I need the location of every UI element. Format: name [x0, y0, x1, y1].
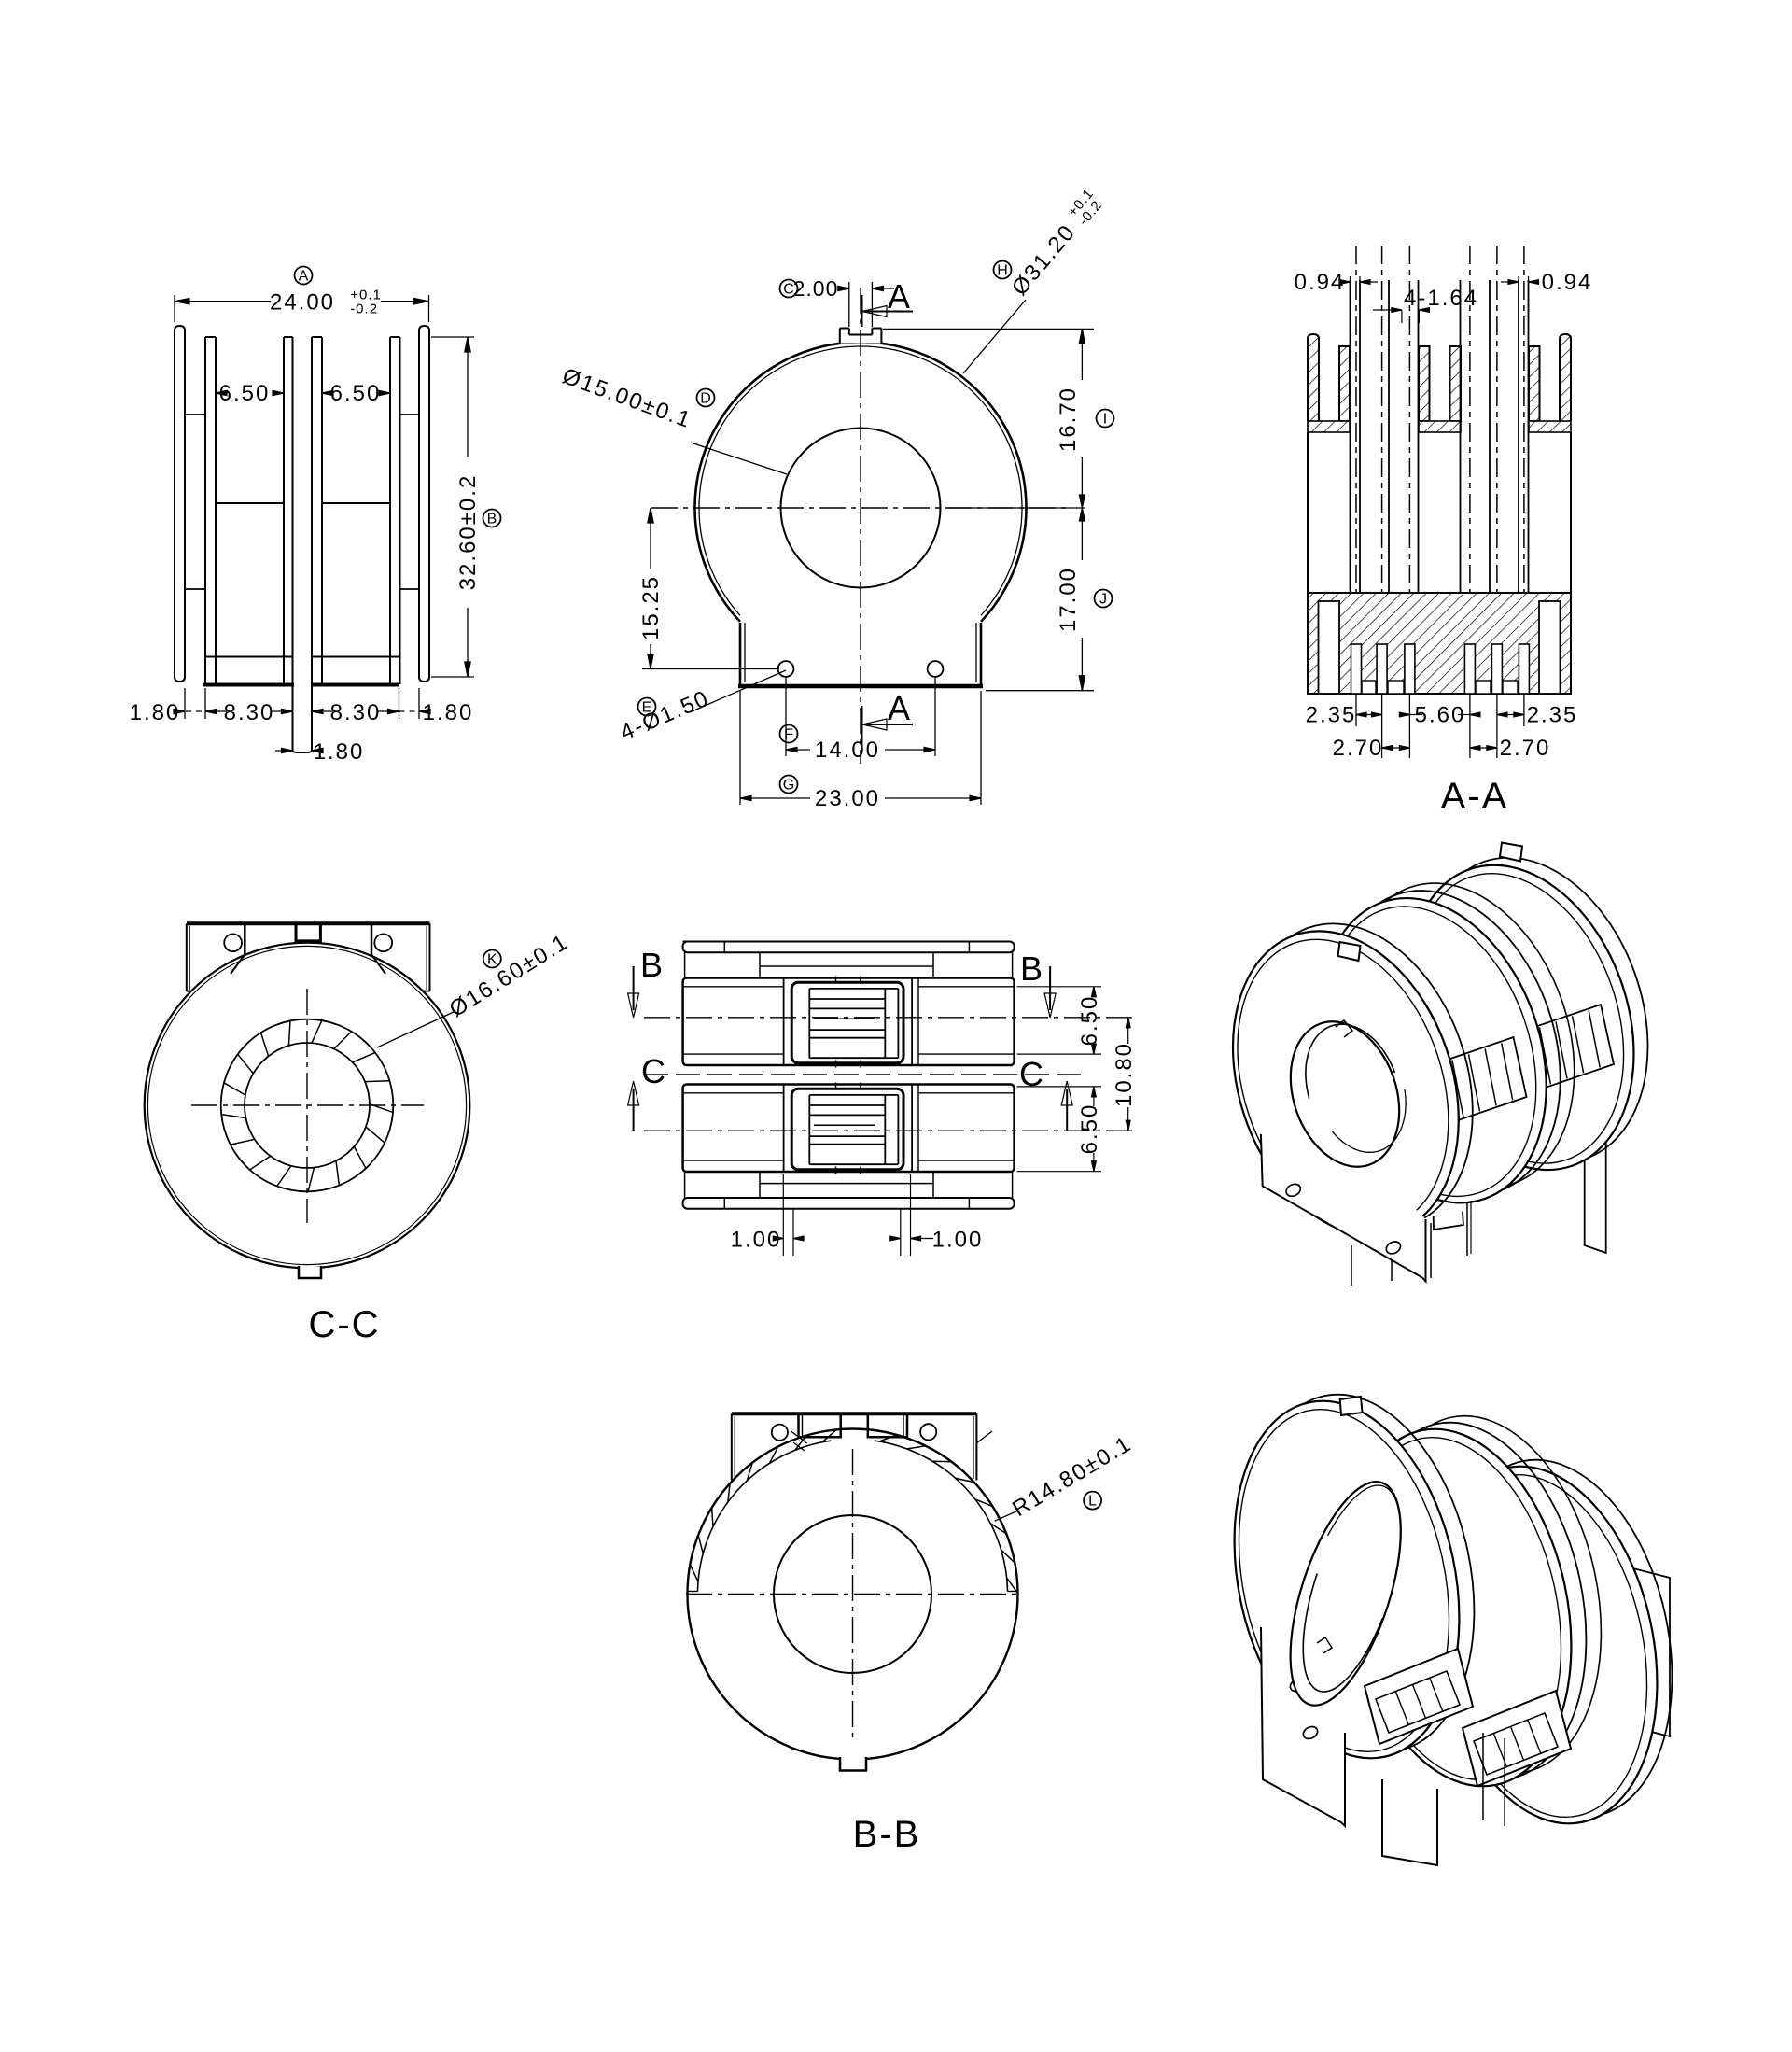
svg-text:C: C [1019, 1055, 1043, 1093]
svg-text:E: E [642, 700, 652, 716]
svg-text:2.00: 2.00 [793, 276, 839, 301]
svg-text:A: A [299, 269, 309, 285]
svg-text:6.50: 6.50 [330, 381, 382, 406]
svg-text:17.00: 17.00 [1056, 567, 1081, 632]
svg-text:32.60±0.2: 32.60±0.2 [455, 474, 481, 591]
svg-text:0.94: 0.94 [1295, 270, 1346, 295]
svg-text:16.70: 16.70 [1056, 387, 1081, 452]
svg-text:D: D [700, 391, 711, 407]
svg-text:B: B [640, 946, 663, 984]
svg-text:14.00: 14.00 [815, 738, 880, 763]
svg-text:B-B: B-B [853, 1814, 921, 1855]
svg-text:C: C [783, 282, 794, 298]
svg-text:1.80: 1.80 [130, 700, 181, 725]
svg-text:B: B [1020, 949, 1043, 988]
svg-text:C: C [641, 1052, 665, 1090]
svg-text:B: B [487, 512, 497, 527]
svg-text:-0.2: -0.2 [350, 302, 378, 317]
svg-text:23.00: 23.00 [815, 786, 880, 811]
svg-text:I: I [1103, 412, 1107, 428]
svg-text:8.30: 8.30 [224, 700, 275, 725]
svg-text:6.50: 6.50 [1077, 995, 1102, 1047]
svg-text:8.30: 8.30 [330, 700, 382, 725]
svg-text:15.25: 15.25 [638, 575, 664, 640]
svg-text:C-C: C-C [308, 1304, 380, 1345]
svg-text:6.50: 6.50 [1077, 1103, 1102, 1155]
svg-text:J: J [1099, 592, 1107, 608]
svg-text:L: L [1088, 1494, 1097, 1510]
svg-text:2.35: 2.35 [1306, 703, 1357, 728]
svg-text:1.00: 1.00 [731, 1228, 782, 1253]
svg-text:2.70: 2.70 [1333, 736, 1384, 761]
svg-text:A: A [888, 277, 910, 316]
svg-text:G: G [783, 778, 794, 794]
svg-text:F: F [784, 727, 793, 743]
svg-text:10.80: 10.80 [1112, 1042, 1137, 1107]
svg-text:24.00: 24.00 [270, 289, 335, 315]
svg-text:A: A [888, 689, 910, 727]
svg-text:A-A: A-A [1441, 776, 1509, 817]
svg-text:+0.1: +0.1 [350, 288, 382, 303]
svg-text:K: K [487, 952, 497, 968]
svg-text:1.00: 1.00 [932, 1228, 984, 1253]
svg-text:1.80: 1.80 [314, 739, 365, 765]
svg-text:2.35: 2.35 [1527, 703, 1578, 728]
svg-text:H: H [997, 263, 1008, 279]
svg-text:4-1.64: 4-1.64 [1404, 286, 1478, 311]
svg-text:5.60: 5.60 [1415, 703, 1466, 728]
svg-text:2.70: 2.70 [1500, 736, 1551, 761]
svg-text:0.94: 0.94 [1542, 270, 1593, 295]
